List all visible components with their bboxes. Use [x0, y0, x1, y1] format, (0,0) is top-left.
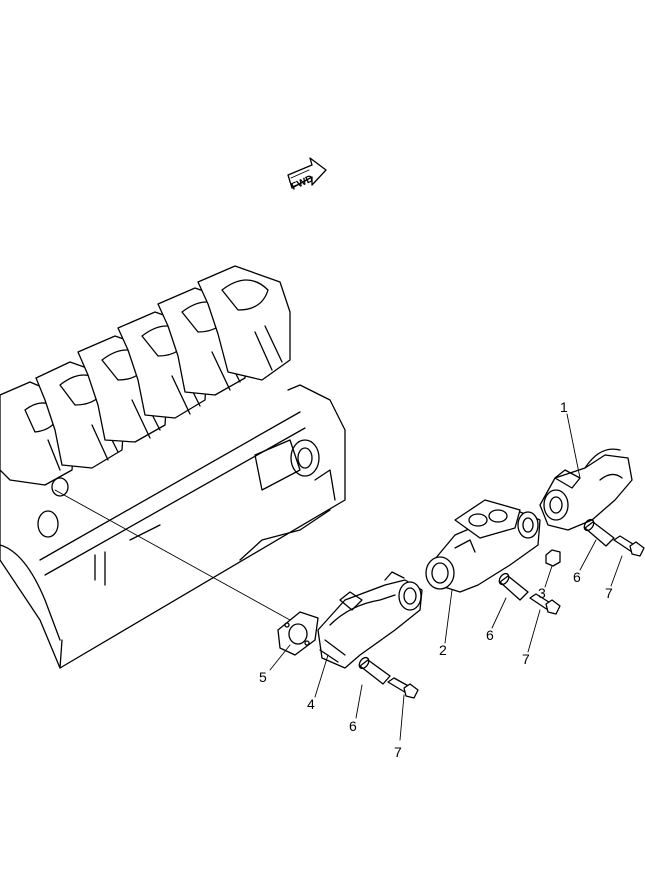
exhaust-elbow-part-4 — [317, 571, 423, 669]
exhaust-elbow-part-1 — [539, 448, 633, 531]
callout-6b: 6 — [486, 627, 494, 643]
cylinder-block — [0, 265, 346, 669]
callout-6a: 6 — [349, 718, 357, 734]
nut-part-3 — [545, 549, 561, 567]
bolt-part-7-lower — [387, 677, 419, 699]
callout-3: 3 — [538, 585, 546, 601]
forward-arrow-icon: FWD — [287, 157, 327, 193]
callout-2: 2 — [439, 642, 447, 658]
fwd-label: FWD — [290, 173, 315, 192]
callout-7a: 7 — [394, 744, 402, 760]
gasket-part-5 — [277, 611, 319, 656]
spacer-part-6-upper — [583, 518, 615, 547]
callout-5: 5 — [259, 669, 267, 685]
bolt-part-7-upper — [613, 535, 645, 557]
callout-7c: 7 — [605, 585, 613, 601]
callout-leaders — [269, 413, 623, 741]
callout-1: 1 — [560, 399, 568, 415]
exhaust-manifold-part-2 — [425, 499, 541, 593]
callout-7b: 7 — [522, 651, 530, 667]
callout-6c: 6 — [573, 569, 581, 585]
assembly-leader-line — [54, 489, 291, 621]
spacer-part-6-middle — [498, 572, 529, 601]
spacer-part-6-lower — [358, 656, 391, 685]
cylinder-head-6 — [197, 265, 291, 381]
bolt-part-7-middle — [529, 593, 561, 615]
callout-4: 4 — [307, 696, 315, 712]
